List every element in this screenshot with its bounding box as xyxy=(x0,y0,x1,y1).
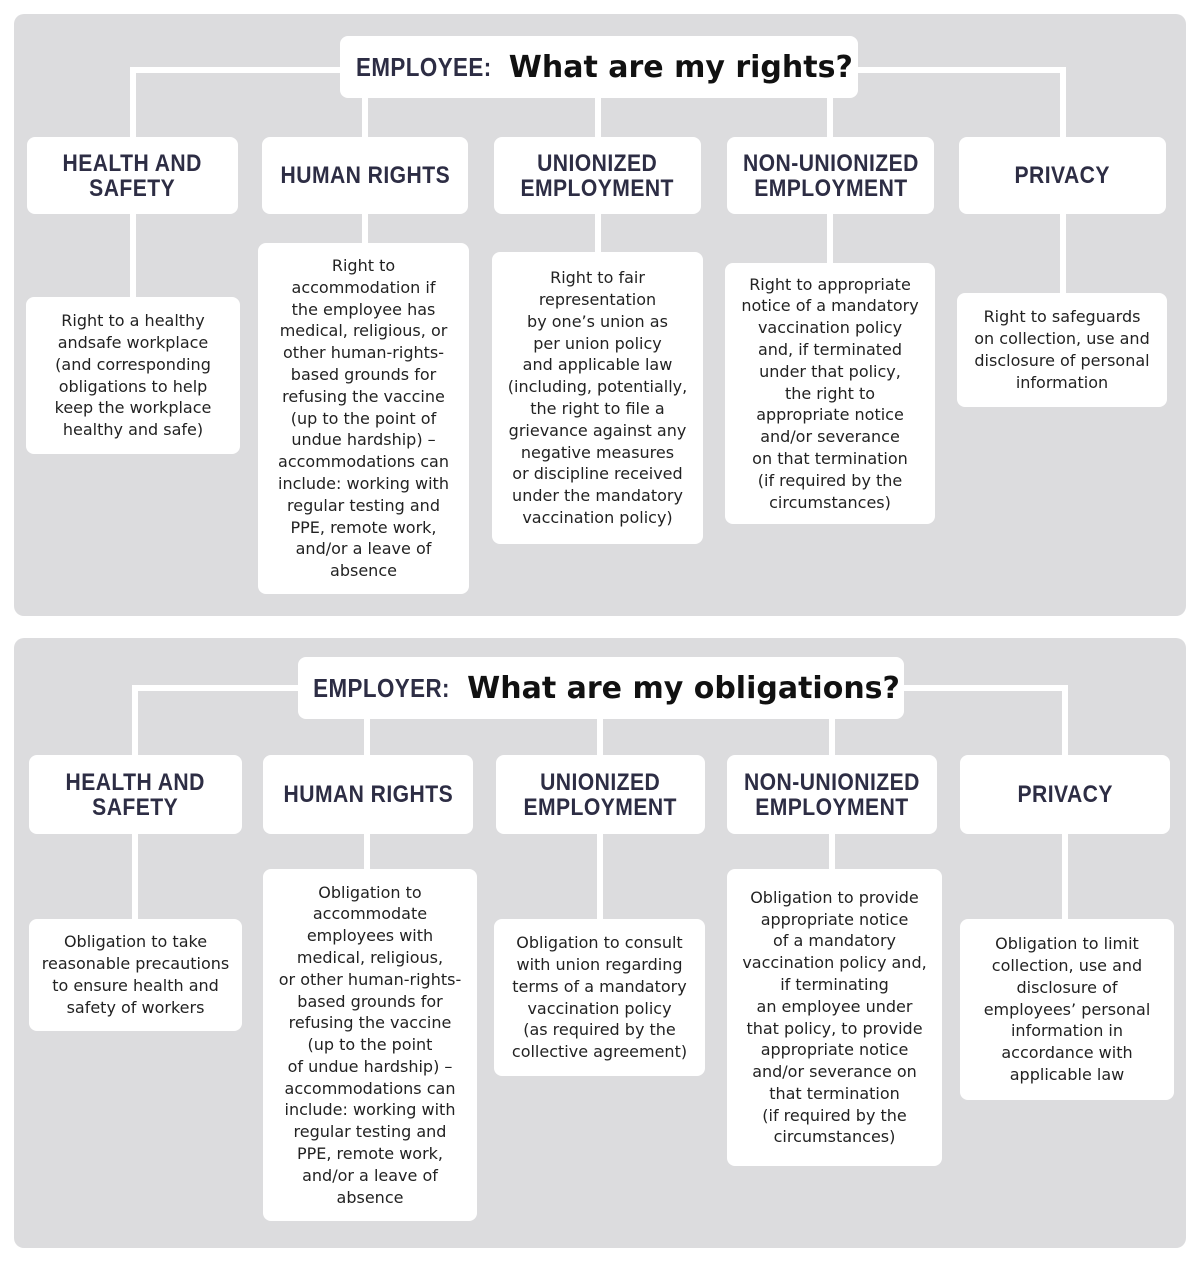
heading-text: PRIVACY xyxy=(1017,781,1113,808)
employer-desc-unionized: Obligation to consult with union regardi… xyxy=(494,919,705,1076)
heading-text: HEALTH AND SAFETY xyxy=(62,149,203,202)
employer-heading-non-unionized: NON-UNIONIZED EMPLOYMENT xyxy=(727,755,937,834)
heading-text: UNIONIZED EMPLOYMENT xyxy=(523,768,678,821)
employee-heading-health-safety: HEALTH AND SAFETY xyxy=(27,137,238,214)
description-text: Right to fair representation by one’s un… xyxy=(507,268,688,527)
employee-heading-human-rights: HUMAN RIGHTS xyxy=(262,137,468,214)
description-text: Obligation to accommodate employees with… xyxy=(278,882,462,1207)
description-text: Obligation to consult with union regardi… xyxy=(511,933,688,1062)
employer-heading-human-rights: HUMAN RIGHTS xyxy=(263,755,473,834)
heading-text: PRIVACY xyxy=(1014,162,1111,189)
description-text: Right to safeguards on collection, use a… xyxy=(974,307,1150,392)
employee-desc-non-unionized: Right to appropriate notice of a mandato… xyxy=(725,263,935,524)
heading-text: UNIONIZED EMPLOYMENT xyxy=(520,149,675,202)
description-text: Obligation to limit collection, use and … xyxy=(983,934,1151,1084)
employee-desc-human-rights: Right to accommodation if the employee h… xyxy=(258,243,469,594)
heading-text: HUMAN RIGHTS xyxy=(280,162,450,189)
employer-desc-privacy: Obligation to limit collection, use and … xyxy=(960,919,1174,1100)
description-text: Right to accommodation if the employee h… xyxy=(278,256,449,581)
employee-title-label: EMPLOYEE: xyxy=(356,51,492,82)
employer-heading-unionized: UNIONIZED EMPLOYMENT xyxy=(496,755,705,834)
employee-desc-privacy: Right to safeguards on collection, use a… xyxy=(957,293,1167,407)
employee-desc-health-safety: Right to a healthy andsafe workplace (an… xyxy=(26,297,240,454)
employer-heading-privacy: PRIVACY xyxy=(960,755,1170,834)
employer-desc-health-safety: Obligation to take reasonable precaution… xyxy=(29,919,242,1031)
description-text: Right to a healthy andsafe workplace (an… xyxy=(54,311,212,440)
employer-heading-health-safety: HEALTH AND SAFETY xyxy=(29,755,242,834)
employee-title-question: What are my rights? xyxy=(508,49,853,85)
heading-text: NON-UNIONIZED EMPLOYMENT xyxy=(744,768,920,821)
employee-heading-privacy: PRIVACY xyxy=(959,137,1166,214)
employee-title: EMPLOYEE: What are my rights? xyxy=(340,36,858,98)
heading-text: HUMAN RIGHTS xyxy=(283,781,453,808)
employer-title-question: What are my obligations? xyxy=(467,670,900,706)
description-text: Obligation to provide appropriate notice… xyxy=(742,887,927,1147)
employee-desc-unionized: Right to fair representation by one’s un… xyxy=(492,252,703,544)
heading-text: NON-UNIONIZED EMPLOYMENT xyxy=(742,149,919,202)
heading-text: HEALTH AND SAFETY xyxy=(65,768,206,821)
employer-desc-non-unionized: Obligation to provide appropriate notice… xyxy=(727,869,942,1166)
employer-desc-human-rights: Obligation to accommodate employees with… xyxy=(263,869,477,1221)
employee-heading-non-unionized: NON-UNIONIZED EMPLOYMENT xyxy=(727,137,934,214)
employee-heading-unionized: UNIONIZED EMPLOYMENT xyxy=(494,137,701,214)
description-text: Right to appropriate notice of a mandato… xyxy=(741,274,919,512)
description-text: Obligation to take reasonable precaution… xyxy=(41,932,230,1017)
employer-title: EMPLOYER: What are my obligations? xyxy=(298,657,904,719)
employer-title-label: EMPLOYER: xyxy=(313,672,451,703)
